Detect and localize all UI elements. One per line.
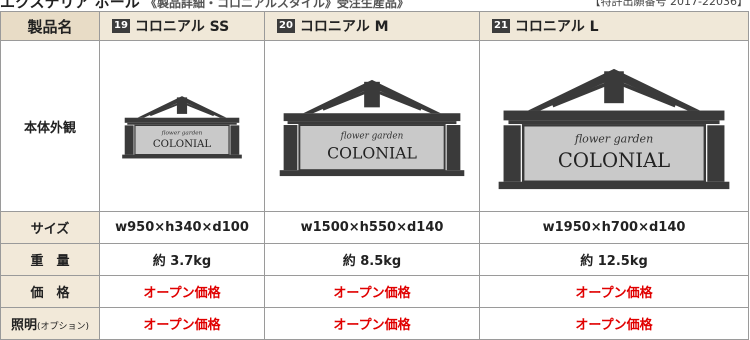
product-number-badge: 20: [277, 19, 295, 33]
subtitle-text: 《製品詳細・コロニアルスタイル》受注生産品》: [145, 0, 409, 10]
product-name: コロニアル SS: [134, 19, 230, 35]
product-image-ss: flower garden COLONIAL: [99, 40, 265, 212]
product-name: コロニアル M: [299, 19, 389, 35]
row-label-weight: 重 量: [0, 243, 100, 276]
size-value-l: w1950×h700×d140: [479, 211, 749, 244]
page-header: エクステリア ポール 《製品詳細・コロニアルスタイル》受注生産品》 【特許出願番…: [0, 0, 750, 11]
sign-script-text: flower garden: [340, 132, 404, 142]
product-header-l: 21 コロニアル L: [479, 11, 749, 41]
lighting-option-note: (オプション): [36, 322, 90, 332]
sign-script-text: flower garden: [161, 130, 203, 136]
price-value-m: オープン価格: [264, 275, 480, 308]
size-value-ss: w950×h340×d100: [99, 211, 265, 244]
page-title: エクステリア ポール 《製品詳細・コロニアルスタイル》受注生産品》: [0, 0, 409, 11]
patent-number: 【特許出願番号 2017-22036】: [589, 0, 748, 8]
light-value-ss: オープン価格: [99, 307, 265, 340]
table-header-row: 製品名 19 コロニアル SS 20 コロニアル M 21 コロニアル L: [0, 11, 749, 41]
sign-main-text: COLONIAL: [153, 139, 211, 150]
row-label-size: サイズ: [0, 211, 100, 244]
weight-value-ss: 約 3.7kg: [99, 243, 265, 276]
size-value-m: w1500×h550×d140: [264, 211, 480, 244]
price-row: 価 格 オープン価格 オープン価格 オープン価格: [0, 275, 749, 308]
sign-main-text: COLONIAL: [327, 143, 417, 162]
light-value-m: オープン価格: [264, 307, 480, 340]
weight-row: 重 量 約 3.7kg 約 8.5kg 約 12.5kg: [0, 243, 749, 276]
appearance-row: 本体外観 flower garden COLONIAL: [0, 40, 749, 212]
col-label-product: 製品名: [0, 11, 100, 41]
product-number-badge: 21: [492, 19, 510, 33]
title-text: エクステリア ポール: [0, 0, 140, 11]
product-header-ss: 19 コロニアル SS: [99, 11, 265, 41]
colonial-sign-ss-image: flower garden COLONIAL: [122, 96, 242, 159]
product-number-badge: 19: [112, 19, 130, 33]
sign-script-text: flower garden: [574, 132, 653, 145]
price-value-ss: オープン価格: [99, 275, 265, 308]
product-name: コロニアル L: [514, 19, 599, 35]
product-spec-table: 製品名 19 コロニアル SS 20 コロニアル M 21 コロニアル L 本体外観: [0, 11, 749, 340]
light-value-l: オープン価格: [479, 307, 749, 340]
colonial-sign-m-image: flower garden COLONIAL: [279, 79, 465, 177]
price-value-l: オープン価格: [479, 275, 749, 308]
weight-value-m: 約 8.5kg: [264, 243, 480, 276]
row-label-price: 価 格: [0, 275, 100, 308]
weight-value-l: 約 12.5kg: [479, 243, 749, 276]
colonial-sign-l-image: flower garden COLONIAL: [498, 68, 730, 189]
sign-main-text: COLONIAL: [558, 149, 670, 172]
row-label-appearance: 本体外観: [0, 40, 100, 212]
row-label-lighting: 照明(オプション): [0, 307, 100, 340]
product-image-m: flower garden COLONIAL: [264, 40, 480, 212]
size-row: サイズ w950×h340×d100 w1500×h550×d140 w1950…: [0, 211, 749, 244]
product-header-m: 20 コロニアル M: [264, 11, 480, 41]
lighting-row: 照明(オプション) オープン価格 オープン価格 オープン価格: [0, 307, 749, 340]
product-image-l: flower garden COLONIAL: [479, 40, 749, 212]
